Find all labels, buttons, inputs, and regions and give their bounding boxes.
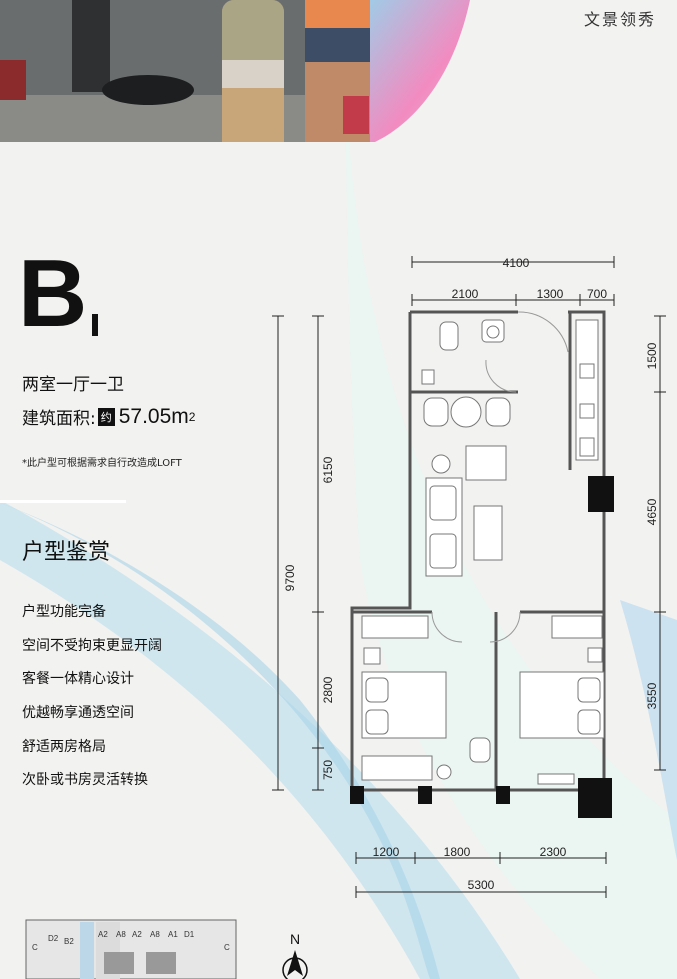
feature-item: 舒适两房格局 <box>22 739 106 755</box>
approx-badge: 约 <box>97 407 115 426</box>
siteplan-label: A2 <box>132 930 142 939</box>
area-unit: m <box>171 404 189 428</box>
dim-bottom-2: 2300 <box>540 845 567 859</box>
unit-type-bar <box>92 314 98 336</box>
dim-bottom-1: 1800 <box>444 845 471 859</box>
header-photo <box>0 0 370 142</box>
dim-bottom-0: 1200 <box>373 845 400 859</box>
dim-left-total: 9700 <box>283 564 297 591</box>
siteplan-label: C <box>224 943 230 952</box>
area-unit-sup: 2 <box>188 409 196 424</box>
dim-bottom-total: 5300 <box>468 878 495 892</box>
dim-right-1: 4650 <box>645 498 659 525</box>
feature-item: 客餐一体精心设计 <box>22 671 134 687</box>
dim-top-1: 1300 <box>537 287 564 301</box>
dim-left-0: 6150 <box>321 456 335 483</box>
unit-type-letter: B <box>18 240 88 347</box>
section-title: 户型鉴赏 <box>22 540 111 565</box>
brand-name: 文景领秀 <box>584 10 657 29</box>
siteplan-label: A8 <box>150 930 160 939</box>
siteplan-label: B2 <box>64 937 74 946</box>
siteplan-label: A8 <box>116 930 126 939</box>
loft-note: *此户型可根据需求自行改造成LOFT <box>22 458 182 469</box>
area-label: 建筑面积: <box>22 409 96 429</box>
compass-icon <box>282 950 308 979</box>
siteplan-label: A1 <box>168 930 178 939</box>
divider <box>0 500 126 503</box>
dim-left-2: 750 <box>321 760 335 780</box>
siteplan-label: D1 <box>184 930 195 939</box>
siteplan-label: A2 <box>98 930 108 939</box>
feature-item: 户型功能完备 <box>22 604 106 620</box>
dim-top-0: 2100 <box>452 287 479 301</box>
feature-item: 优越畅享通透空间 <box>22 705 134 721</box>
dim-right-2: 3550 <box>645 682 659 709</box>
dim-top-total: 4100 <box>503 256 530 270</box>
dim-right-0: 1500 <box>645 342 659 369</box>
area-value: 57.05 <box>118 404 172 428</box>
dim-left-1: 2800 <box>321 676 335 703</box>
layout-text: 两室一厅一卫 <box>22 375 124 395</box>
dim-top-2: 700 <box>587 287 607 301</box>
siteplan-label: D2 <box>48 934 59 943</box>
feature-item: 次卧或书房灵活转换 <box>22 772 148 788</box>
compass-label: N <box>290 931 300 947</box>
feature-item: 空间不受拘束更显开阔 <box>22 638 162 654</box>
siteplan-label: C <box>32 943 38 952</box>
